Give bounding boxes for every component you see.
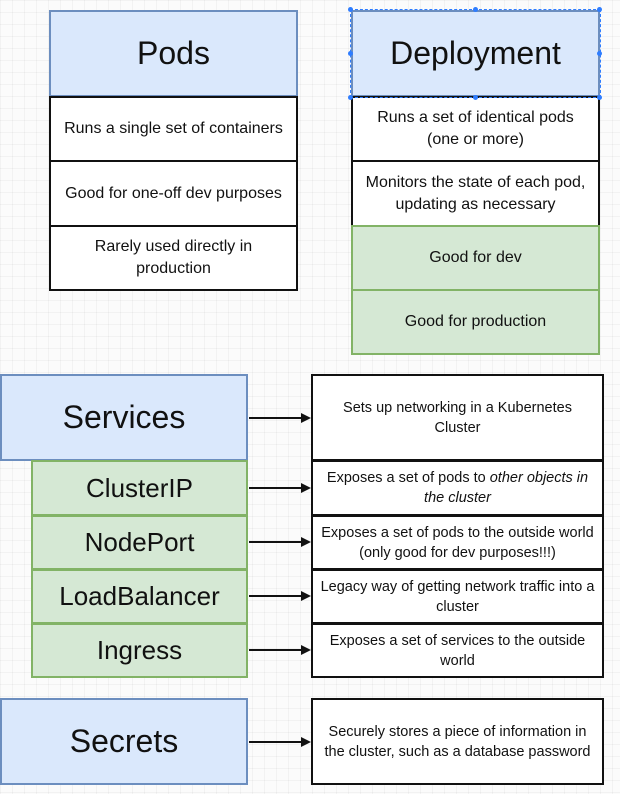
services-header[interactable]: Services (0, 374, 248, 461)
ingress-description: Exposes a set of services to the outside… (311, 623, 604, 678)
selection-handle-bm[interactable] (473, 95, 478, 100)
selection-handle-bl[interactable] (348, 95, 353, 100)
selection-handle-mr[interactable] (597, 51, 602, 56)
deployment-row-1: Runs a set of identical pods (one or mor… (351, 96, 600, 162)
loadbalancer-description: Legacy way of getting network traffic in… (311, 569, 604, 624)
deployment-title: Deployment (390, 35, 561, 71)
services-title: Services (62, 399, 186, 435)
selection-handle-br[interactable] (597, 95, 602, 100)
pods-title: Pods (137, 35, 210, 71)
deployment-row-2: Monitors the state of each pod, updating… (351, 160, 600, 227)
service-type-ingress[interactable]: Ingress (31, 623, 248, 678)
selection-handle-tl[interactable] (348, 7, 353, 12)
services-description: Sets up networking in a Kubernetes Clust… (311, 374, 604, 461)
service-type-loadbalancer[interactable]: LoadBalancer (31, 569, 248, 624)
clusterip-description: Exposes a set of pods to other objects i… (311, 460, 604, 516)
selection-handle-tr[interactable] (597, 7, 602, 12)
pods-row-2: Good for one-off dev purposes (49, 160, 298, 227)
pods-header[interactable]: Pods (49, 10, 298, 97)
selection-handle-ml[interactable] (348, 51, 353, 56)
selection-handle-tm[interactable] (473, 7, 478, 12)
pods-row-3: Rarely used directly in production (49, 225, 298, 291)
deployment-green-row-2: Good for production (351, 289, 600, 355)
secrets-header[interactable]: Secrets (0, 698, 248, 785)
secrets-title: Secrets (69, 723, 179, 759)
secrets-description: Securely stores a piece of information i… (311, 698, 604, 785)
